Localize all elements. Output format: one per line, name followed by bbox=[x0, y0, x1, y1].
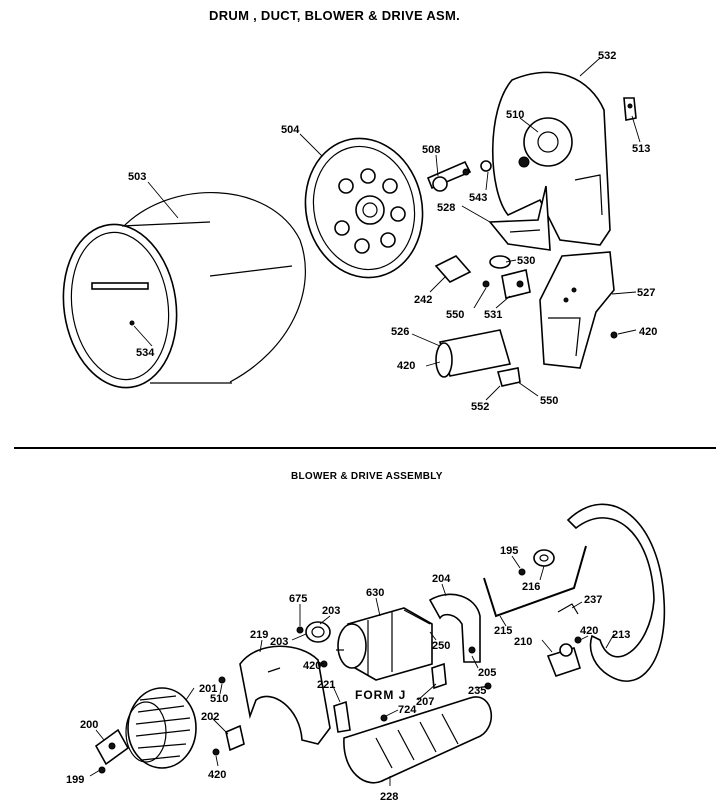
screw-675[interactable] bbox=[296, 626, 304, 634]
callout-724: 724 bbox=[398, 704, 417, 716]
callout-534: 534 bbox=[136, 347, 155, 359]
drum-rear-part[interactable] bbox=[293, 127, 436, 288]
callout-510: 510 bbox=[210, 693, 228, 705]
callout-195: 195 bbox=[500, 545, 518, 557]
callout-420: 420 bbox=[580, 625, 598, 637]
callouts-top: 503 504 508 510 532 513 543 528 530 242 … bbox=[128, 50, 657, 413]
screw-510b[interactable] bbox=[218, 676, 226, 684]
callout-531: 531 bbox=[484, 309, 502, 321]
diagram-title-bottom: BLOWER & DRIVE ASSEMBLY bbox=[291, 471, 443, 482]
callout-219: 219 bbox=[250, 629, 268, 641]
duct-527[interactable] bbox=[539, 251, 615, 369]
callout-213: 213 bbox=[612, 629, 630, 641]
callout-215: 215 bbox=[494, 625, 512, 637]
part-202[interactable] bbox=[225, 724, 245, 752]
screw-550a[interactable] bbox=[482, 280, 490, 288]
callout-203: 203 bbox=[322, 605, 340, 617]
callout-630: 630 bbox=[366, 587, 384, 599]
callout-250: 250 bbox=[432, 640, 450, 652]
callout-552: 552 bbox=[471, 401, 489, 413]
part-207[interactable] bbox=[431, 662, 447, 690]
callout-530: 530 bbox=[517, 255, 535, 267]
callout-504: 504 bbox=[281, 124, 300, 136]
idler-508[interactable] bbox=[426, 160, 472, 192]
callout-221: 221 bbox=[317, 679, 335, 691]
motor-630[interactable] bbox=[336, 607, 433, 681]
callout-216: 216 bbox=[522, 581, 540, 593]
rod-215[interactable] bbox=[483, 545, 587, 618]
callout-235: 235 bbox=[468, 685, 486, 697]
callout-420: 420 bbox=[208, 769, 226, 781]
mount-204[interactable] bbox=[428, 593, 481, 663]
callout-532: 532 bbox=[598, 50, 616, 62]
callout-527: 527 bbox=[637, 287, 655, 299]
callout-199: 199 bbox=[66, 774, 84, 786]
bracket-528[interactable] bbox=[488, 185, 551, 251]
idler-210[interactable] bbox=[546, 643, 581, 677]
callout-513: 513 bbox=[632, 143, 650, 155]
callouts-bottom: 195 216 204 675 630 203 219 203 250 420 … bbox=[66, 545, 630, 803]
clamp-203[interactable] bbox=[305, 621, 331, 643]
blower-housing-part[interactable] bbox=[491, 71, 611, 246]
blower-wheel-201[interactable] bbox=[125, 687, 197, 769]
pulley-216[interactable] bbox=[533, 549, 555, 567]
callout-203: 203 bbox=[270, 636, 288, 648]
callout-528: 528 bbox=[437, 202, 455, 214]
callout-550: 550 bbox=[446, 309, 464, 321]
part-543[interactable] bbox=[480, 160, 492, 172]
callout-503: 503 bbox=[128, 171, 146, 183]
callout-675: 675 bbox=[289, 593, 307, 605]
blower-219[interactable] bbox=[239, 645, 331, 745]
callout-420: 420 bbox=[639, 326, 657, 338]
bracket-200[interactable] bbox=[94, 728, 130, 766]
part-552[interactable] bbox=[496, 367, 521, 387]
section-divider bbox=[14, 447, 716, 449]
screw-420e[interactable] bbox=[212, 748, 220, 756]
duct-228[interactable] bbox=[343, 696, 492, 784]
callout-200: 200 bbox=[80, 719, 98, 731]
screw-199[interactable] bbox=[98, 766, 106, 774]
spring-237[interactable] bbox=[557, 603, 579, 615]
callout-207: 207 bbox=[416, 696, 434, 708]
callout-510: 510 bbox=[506, 109, 524, 121]
callout-205: 205 bbox=[478, 667, 496, 679]
leader-lines-bottom bbox=[89, 555, 615, 786]
callout-204: 204 bbox=[432, 573, 451, 585]
screw-724[interactable] bbox=[380, 714, 388, 722]
form-label: FORM J bbox=[355, 688, 407, 702]
callout-420: 420 bbox=[397, 360, 415, 372]
callout-202: 202 bbox=[201, 711, 219, 723]
screw-420a[interactable] bbox=[610, 331, 618, 339]
screw-195[interactable] bbox=[518, 568, 526, 576]
callout-543: 543 bbox=[469, 192, 487, 204]
callout-237: 237 bbox=[584, 594, 602, 606]
drum-part[interactable] bbox=[53, 192, 306, 395]
callout-201: 201 bbox=[199, 683, 217, 695]
callout-420: 420 bbox=[303, 660, 321, 672]
callout-508: 508 bbox=[422, 144, 440, 156]
callout-228: 228 bbox=[380, 791, 398, 803]
leader-lines-top bbox=[133, 57, 641, 401]
part-242[interactable] bbox=[434, 255, 472, 283]
diagram-title-top: DRUM , DUCT, BLOWER & DRIVE ASM. bbox=[209, 8, 461, 23]
callout-526: 526 bbox=[391, 326, 409, 338]
part-530[interactable] bbox=[489, 255, 511, 269]
part-531[interactable] bbox=[501, 269, 531, 299]
callout-550: 550 bbox=[540, 395, 558, 407]
callout-242: 242 bbox=[414, 294, 432, 306]
callout-210: 210 bbox=[514, 636, 532, 648]
bracket-221[interactable] bbox=[333, 700, 351, 733]
support-ring-213[interactable] bbox=[566, 503, 666, 682]
bracket-513[interactable] bbox=[623, 97, 637, 121]
part-526[interactable] bbox=[435, 329, 512, 378]
